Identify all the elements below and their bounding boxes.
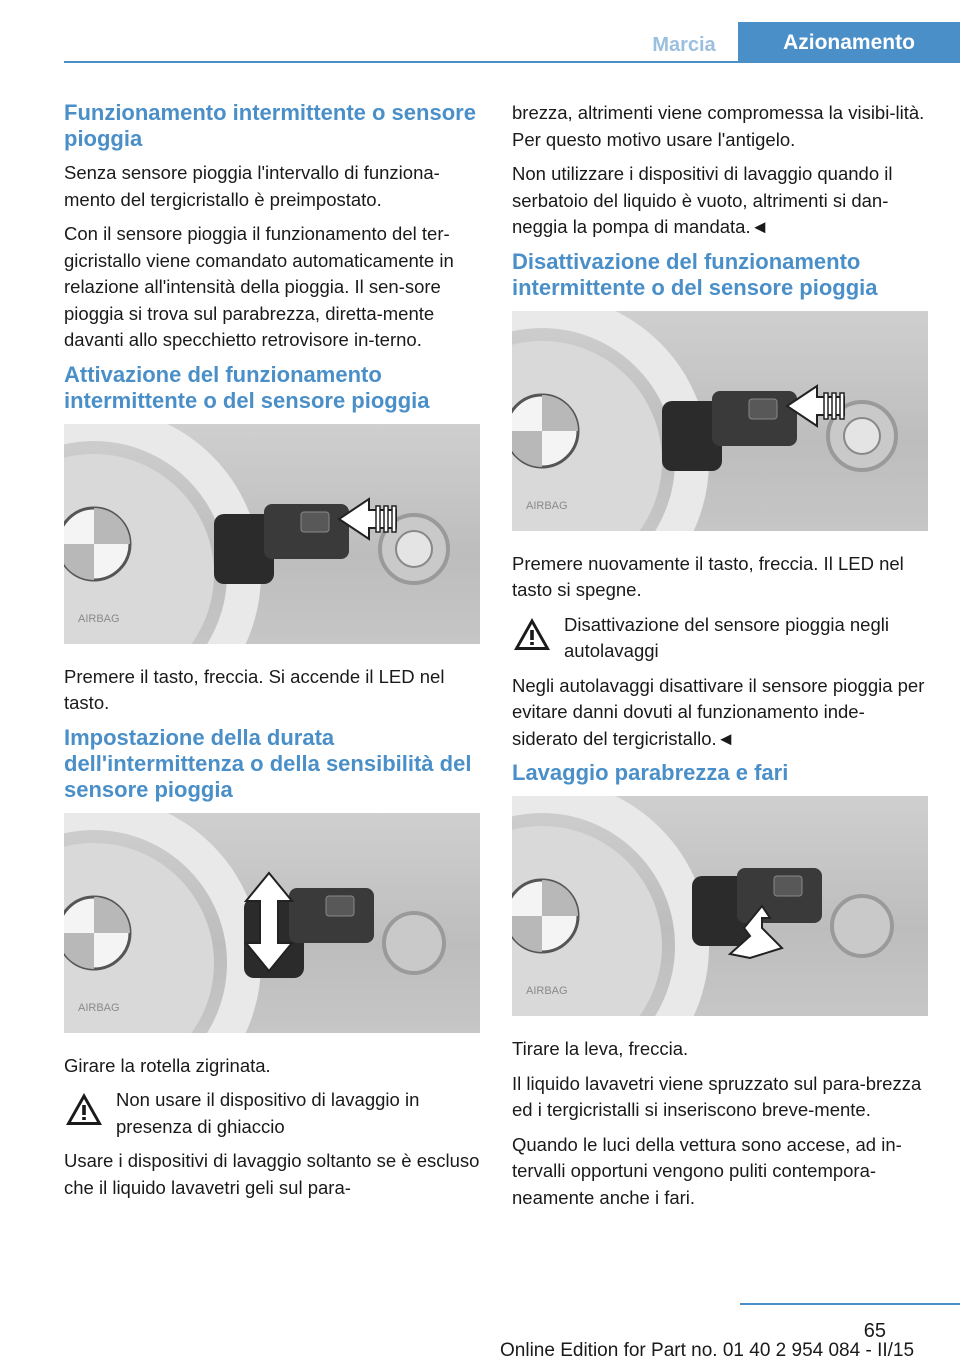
paragraph: Tirare la leva, freccia. [512, 1038, 689, 1059]
page-number: 65 [863, 1320, 886, 1342]
heading-interval-setting: Impostazione della durata dell'intermitt… [64, 724, 472, 802]
paragraph: Girare la rotella zigrinata. [64, 1054, 271, 1076]
figure-label: AIRBAG [78, 613, 120, 625]
heading-washing: Lavaggio parabrezza e fari [512, 760, 789, 785]
header-rule [64, 61, 960, 63]
right-column: brezza, altrimenti viene compromessa la … [512, 100, 930, 1219]
paragraph: Quando le luci della vettura sono accese… [512, 1133, 902, 1208]
warning-note: Non usare il dispositivo di lavaggio in … [64, 1087, 482, 1140]
warning-title: Disattivazione del sensore pioggia negli… [564, 613, 889, 662]
header-chapter-tab: Azionamento [738, 22, 960, 63]
paragraph: brezza, altrimenti viene compromessa la … [512, 102, 925, 150]
figure-label: AIRBAG [78, 1002, 120, 1014]
figure-wiper-stalk-button: AIRBAG [64, 423, 480, 644]
paragraph: Con il sensore pioggia il funzionamento … [64, 223, 454, 350]
warning-note: Disattivazione del sensore pioggia negli… [512, 612, 930, 665]
paragraph: Usare i dispositivi di lavaggio soltanto… [64, 1150, 480, 1198]
warning-title: Non usare il dispositivo di lavaggio in … [116, 1089, 420, 1137]
paragraph: Senza sensore pioggia l'intervallo di fu… [64, 162, 440, 210]
heading-intermittent-rain-sensor: Funzionamento intermittente o sensore pi… [64, 100, 476, 151]
edition-footer: Online Edition for Part no. 01 40 2 954 … [500, 1340, 915, 1361]
figure-label: AIRBAG [526, 500, 568, 512]
figure-wiper-stalk-button-off: AIRBAG [512, 310, 928, 531]
warning-triangle-icon [66, 1093, 102, 1125]
figure-knurled-wheel: AIRBAG [64, 812, 480, 1033]
paragraph: Non utilizzare i dispositivi di lavaggio… [512, 163, 893, 237]
figure-pull-lever: AIRBAG [512, 796, 928, 1016]
paragraph: Negli autolavaggi disattivare il sensore… [512, 674, 925, 749]
paragraph: Premere nuovamente il tasto, freccia. Il… [512, 552, 904, 601]
heading-activation: Attivazione del funzionamento intermitte… [64, 361, 430, 413]
paragraph: Il liquido lavavetri viene spruzzato sul… [512, 1072, 922, 1121]
header-section-label: Marcia [652, 34, 716, 56]
figure-label: AIRBAG [526, 985, 568, 997]
left-column: Funzionamento intermittente o sensore pi… [64, 100, 482, 1209]
warning-triangle-icon [514, 617, 550, 650]
paragraph: Premere il tasto, freccia. Si accende il… [64, 665, 445, 714]
footer-rule [740, 1303, 960, 1305]
heading-deactivation: Disattivazione del funzionamento intermi… [512, 248, 878, 300]
